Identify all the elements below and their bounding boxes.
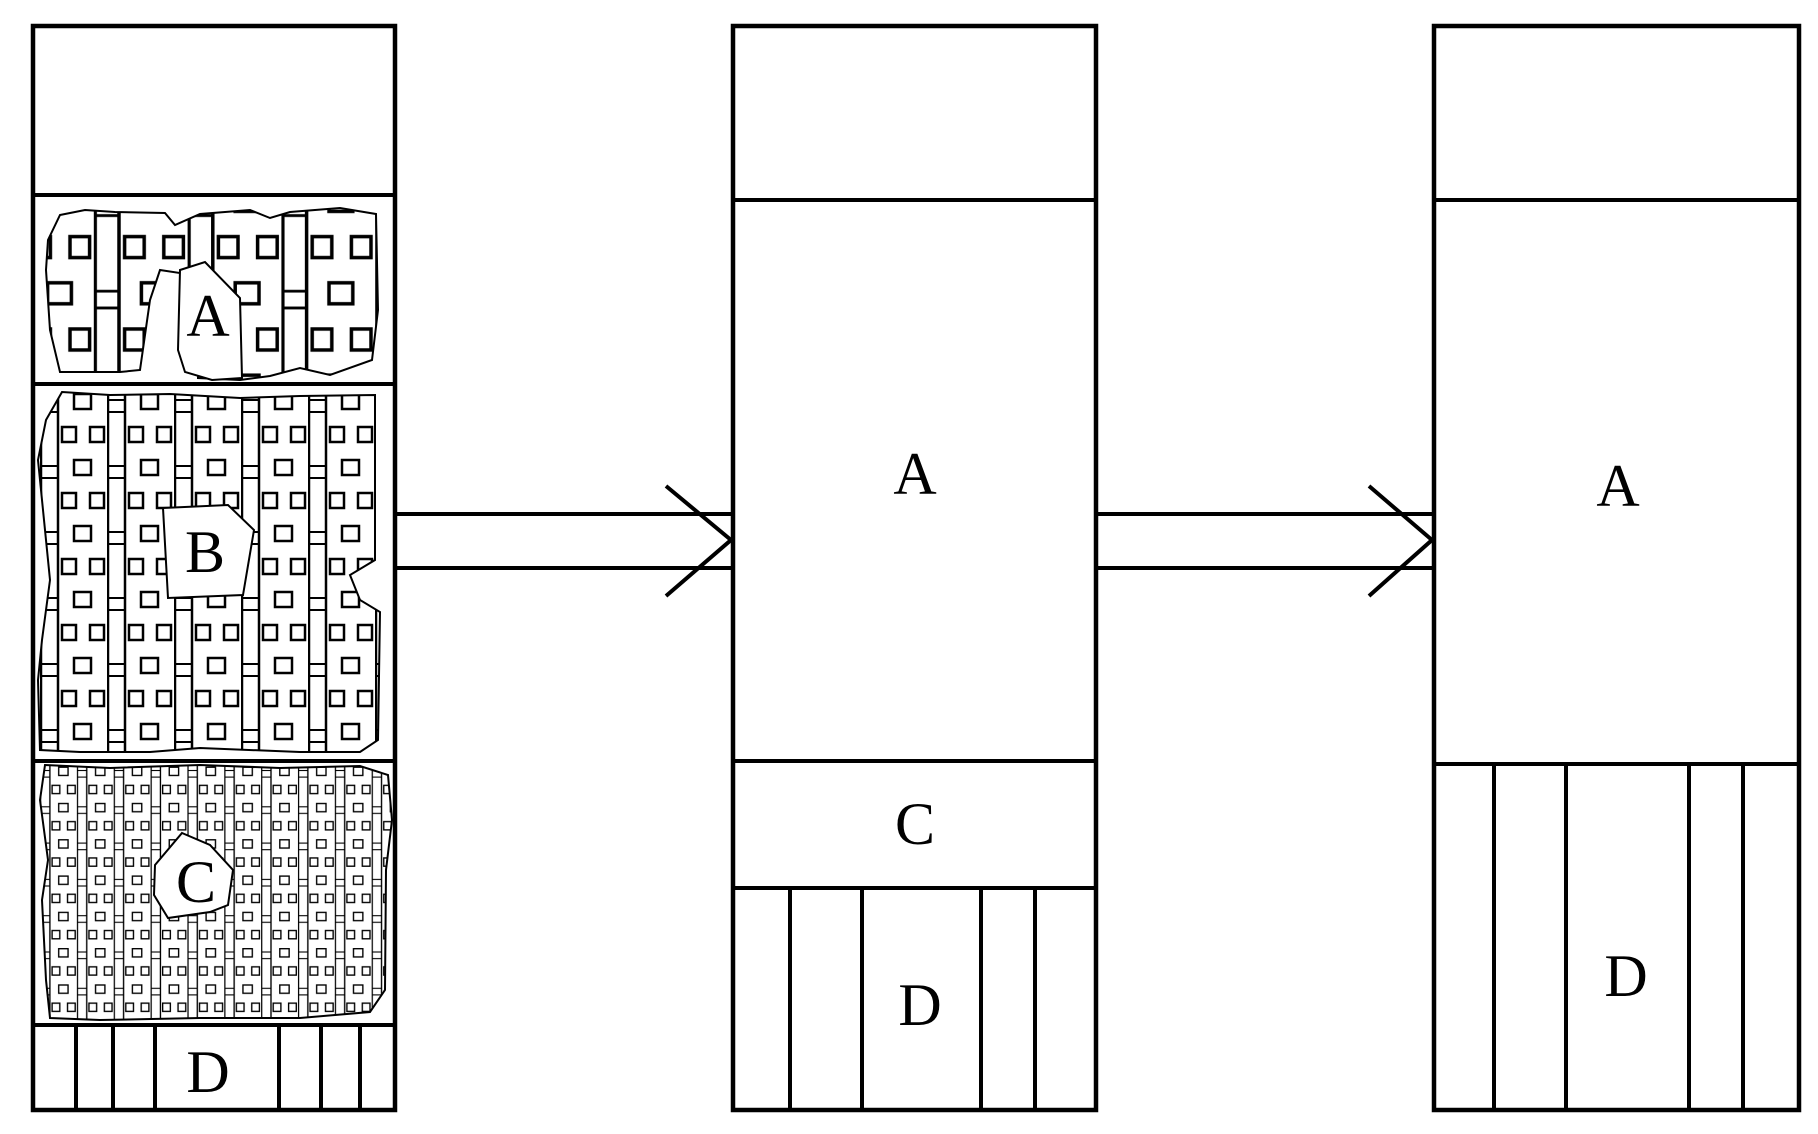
stage1-label-b: B	[185, 519, 225, 585]
stage1-label-a: A	[186, 283, 229, 349]
stage3-label-d: D	[1604, 943, 1647, 1009]
arrow-1	[397, 484, 735, 598]
label-b-patch	[161, 503, 256, 600]
stage1-label-c: C	[176, 849, 216, 915]
stage-1-column: A B C D	[30, 23, 398, 1113]
stage-2-column: A C D	[730, 23, 1099, 1113]
stage3-label-a: A	[1596, 453, 1639, 519]
stage1-label-d: D	[186, 1039, 229, 1105]
stage-3-column: A D	[1431, 23, 1802, 1113]
stage2-label-a: A	[893, 441, 936, 507]
label-c-patch	[152, 831, 235, 920]
arrow-2	[1098, 484, 1436, 598]
stage2-label-d: D	[898, 972, 941, 1038]
stage2-label-c: C	[895, 791, 935, 857]
